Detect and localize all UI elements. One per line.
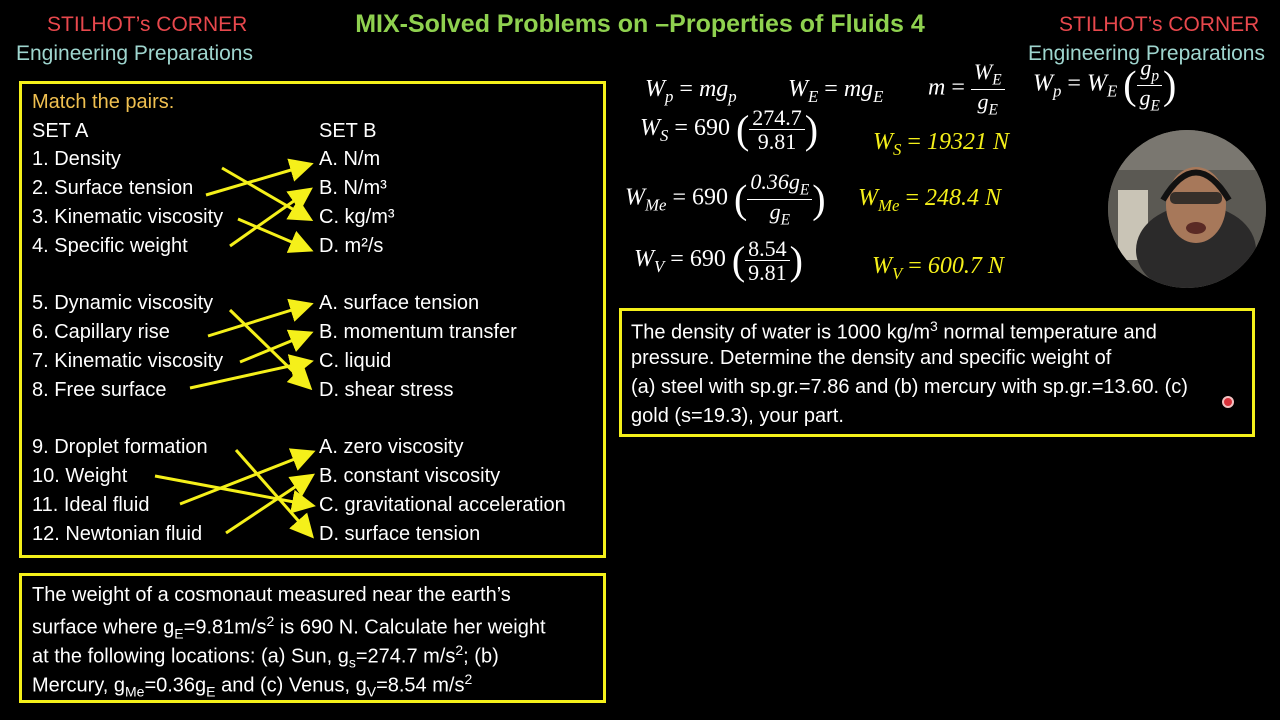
set-b-item: D. shear stress — [319, 379, 454, 401]
density-problem-panel — [619, 308, 1255, 437]
cosmonaut-line-1: The weight of a cosmonaut measured near … — [32, 584, 511, 606]
match-heading: Match the pairs: — [32, 91, 175, 113]
arrow-11-a — [179, 448, 316, 506]
set-a-item: 10. Weight — [32, 465, 128, 487]
density-line-1: The density of water is 1000 kg/m3 norma… — [631, 318, 1157, 344]
arrow-8-c — [189, 354, 314, 390]
eq-we-mge: WE = mgE — [788, 76, 884, 106]
set-b-header: SET B — [319, 120, 377, 142]
set-b-item: B. N/m³ — [319, 177, 387, 199]
set-a-item: 11. Ideal fluid — [32, 494, 150, 516]
set-a-item: 5. Dynamic viscosity — [32, 292, 214, 314]
set-b-item: D. m²/s — [319, 235, 384, 257]
pointer-cursor-icon — [1222, 396, 1234, 408]
eq-wme-result: WMe = 248.4 N — [858, 185, 1001, 215]
set-a-item: 1. Density — [32, 148, 121, 170]
set-a-item: 2. Surface tension — [32, 177, 194, 199]
set-a-item: 3. Kinematic viscosity — [32, 206, 224, 228]
set-b-item: B. constant viscosity — [319, 465, 501, 487]
set-b-item: A. surface tension — [319, 292, 480, 314]
cosmonaut-problem-panel — [19, 573, 606, 703]
arrow-9-d — [234, 449, 314, 539]
density-line-2: pressure. Determine the density and spec… — [631, 347, 1112, 369]
arrow-3-d — [237, 217, 314, 253]
set-b-item: A. N/m — [319, 148, 381, 170]
arrow-6-a — [207, 298, 314, 338]
arrow-12-b — [225, 473, 315, 535]
set-a-header: SET A — [32, 120, 89, 142]
eq-wv-result: WV = 600.7 N — [872, 253, 1004, 283]
set-b-item: B. momentum transfer — [319, 321, 517, 343]
arrow-1-c — [221, 166, 314, 222]
set-b-item: C. liquid — [319, 350, 392, 372]
match-pairs-panel — [19, 81, 606, 558]
presenter-avatar — [1108, 130, 1266, 288]
set-a-item: 9. Droplet formation — [32, 436, 208, 458]
arrow-2-a — [205, 158, 314, 197]
brand-right-subtitle: Engineering Preparations — [1028, 42, 1265, 65]
set-a-item: 7. Kinematic viscosity — [32, 350, 224, 372]
brand-left-title: STILHOT’s CORNER — [47, 13, 248, 36]
set-b-item: C. kg/m³ — [319, 206, 395, 228]
page-title: MIX-Solved Problems on –Properties of Fl… — [355, 10, 925, 38]
density-line-3: (a) steel with sp.gr.=7.86 and (b) mercu… — [631, 376, 1188, 398]
eq-wp-mgp: Wp = mgp — [645, 76, 737, 106]
cosmonaut-line-4: Mercury, gMe=0.36gE and (c) Venus, gV=8.… — [32, 671, 473, 700]
cosmonaut-line-2: surface where gE=9.81m/s2 is 690 N. Calc… — [32, 613, 546, 642]
set-a-item: 8. Free surface — [32, 379, 167, 401]
set-a-item: 4. Specific weight — [32, 235, 188, 257]
arrow-5-d — [228, 308, 313, 391]
brand-left-subtitle: Engineering Preparations — [16, 42, 253, 65]
arrow-10-c — [154, 474, 316, 514]
set-b-item: A. zero viscosity — [319, 436, 464, 458]
set-b-item: D. surface tension — [319, 523, 481, 545]
eq-ws-result: WS = 19321 N — [873, 129, 1009, 159]
cosmonaut-line-3: at the following locations: (a) Sun, gs=… — [32, 642, 499, 671]
set-a-item: 6. Capillary rise — [32, 321, 170, 343]
set-a-item: 12. Newtonian fluid — [32, 523, 203, 545]
set-b-item: C. gravitational acceleration — [319, 494, 566, 516]
arrow-4-b — [229, 187, 313, 248]
density-line-4: gold (s=19.3), your part. — [631, 405, 844, 427]
arrow-7-b — [239, 329, 314, 364]
brand-right-title: STILHOT’s CORNER — [1059, 13, 1260, 36]
